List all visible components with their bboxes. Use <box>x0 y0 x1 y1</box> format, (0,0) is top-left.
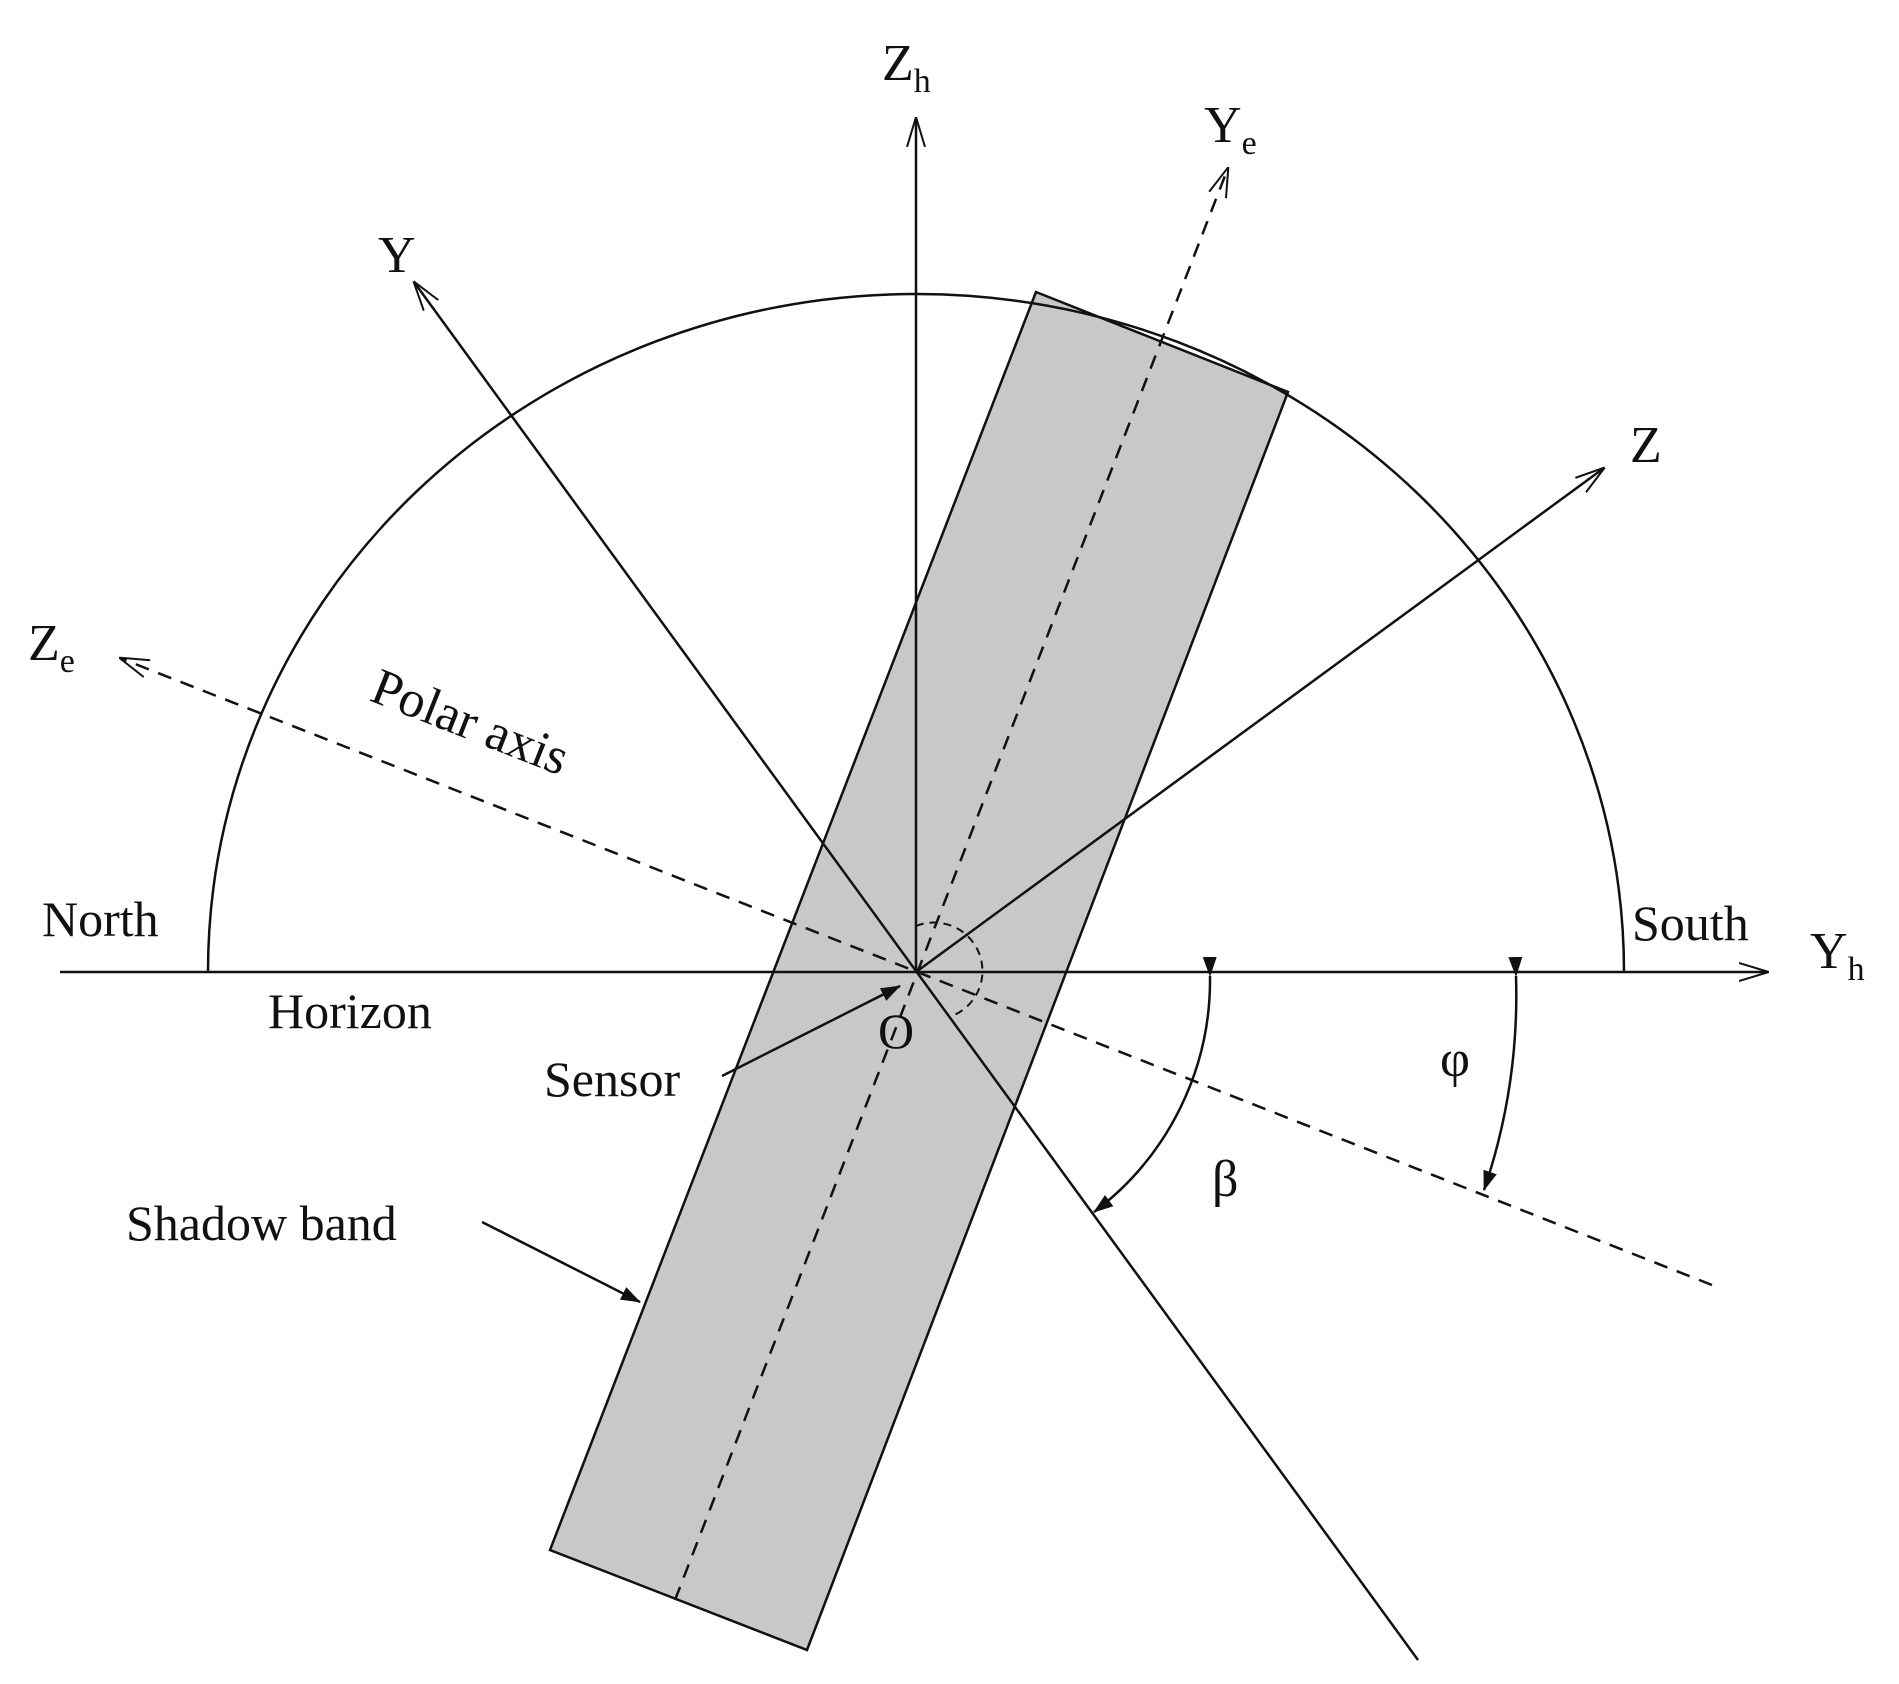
ye-axis-line <box>673 168 1228 1601</box>
yh-axis-label: Yh <box>1810 923 1865 988</box>
south-label: South <box>1632 895 1749 951</box>
origin-label: O <box>878 1003 914 1059</box>
zh-axis-label: Zh <box>882 35 931 100</box>
sensor-label: Sensor <box>544 1051 680 1107</box>
phi-angle-arc <box>1482 956 1523 1191</box>
phi-label: φ <box>1440 1031 1470 1088</box>
z-axis-line <box>915 468 1604 974</box>
shadow-band-leader <box>481 1220 641 1304</box>
right-angle-arc <box>915 921 984 1017</box>
polar-axis-label: Polar axis <box>364 658 577 787</box>
north-label: North <box>42 891 159 947</box>
polar-axis-line <box>120 658 1713 1287</box>
y-axis-label: Y <box>378 227 416 284</box>
horizon-label: Horizon <box>268 983 432 1039</box>
beta-label: β <box>1212 1151 1238 1208</box>
sensor-leader <box>721 984 901 1078</box>
beta-angle-arc <box>1093 956 1217 1213</box>
ye-axis-label: Ye <box>1204 97 1257 162</box>
shadow-band-label: Shadow band <box>126 1195 397 1251</box>
ze-axis-label: Ze <box>28 615 75 680</box>
z-axis-label: Z <box>1630 417 1662 474</box>
